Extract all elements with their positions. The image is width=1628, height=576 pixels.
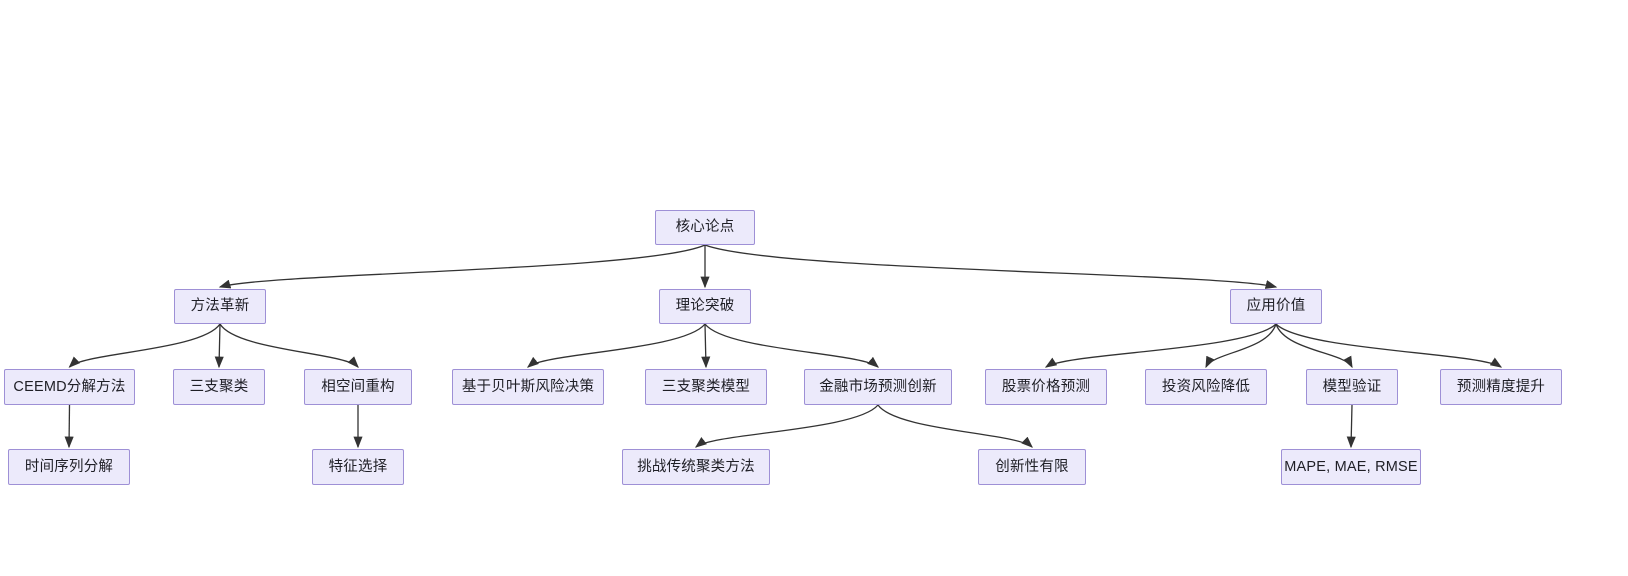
node-label: 预测精度提升 (1456, 378, 1546, 395)
edge-l1c-to-l2g (1044, 323, 1277, 368)
node-l3a[interactable]: 时间序列分解 (8, 449, 130, 485)
node-l2h[interactable]: 投资风险降低 (1145, 369, 1267, 405)
edge-l2i-to-l3e (1346, 404, 1356, 449)
edge-l2f-to-l3c (694, 404, 879, 448)
edge-root-to-l1a (218, 244, 706, 289)
node-l2a[interactable]: CEEMD分解方法 (4, 369, 135, 405)
edge-l1c-to-l2j (1275, 323, 1503, 368)
node-label: 理论突破 (675, 298, 735, 315)
node-l2b[interactable]: 三支聚类 (173, 369, 265, 405)
node-root[interactable]: 核心论点 (655, 210, 755, 245)
edge-l1c-to-l2h (1205, 323, 1277, 369)
node-label: 金融市场预测创新 (819, 378, 937, 395)
node-label: 股票价格预测 (1001, 378, 1091, 395)
node-label: 创新性有限 (995, 458, 1069, 475)
node-l1a[interactable]: 方法革新 (174, 289, 266, 324)
edge-l1a-to-l2a (68, 323, 221, 368)
node-label: 方法革新 (190, 298, 250, 315)
node-label: MAPE, MAE, RMSE (1284, 458, 1418, 475)
edge-l1a-to-l2c (219, 323, 359, 368)
edge-l1b-to-l2e (701, 323, 711, 369)
node-l2i[interactable]: 模型验证 (1306, 369, 1398, 405)
node-label: 挑战传统聚类方法 (637, 458, 755, 475)
node-l2c[interactable]: 相空间重构 (304, 369, 412, 405)
node-label: 时间序列分解 (24, 458, 114, 475)
edge-l1a-to-l2b (214, 323, 224, 369)
node-label: 核心论点 (675, 219, 735, 236)
node-l3d[interactable]: 创新性有限 (978, 449, 1086, 485)
edge-l2a-to-l3a (64, 404, 74, 449)
node-l2j[interactable]: 预测精度提升 (1440, 369, 1562, 405)
node-l3b[interactable]: 特征选择 (312, 449, 404, 485)
node-label: 特征选择 (328, 458, 388, 475)
node-l3c[interactable]: 挑战传统聚类方法 (622, 449, 770, 485)
edge-root-to-l1c (704, 244, 1278, 289)
node-l1b[interactable]: 理论突破 (659, 289, 751, 324)
edge-l1c-to-l2i (1275, 323, 1353, 369)
node-label: 模型验证 (1322, 378, 1382, 395)
node-l2f[interactable]: 金融市场预测创新 (804, 369, 952, 405)
node-label: 投资风险降低 (1161, 378, 1251, 395)
edge-l2f-to-l3d (877, 404, 1033, 448)
node-label: 相空间重构 (321, 378, 395, 395)
node-label: 应用价值 (1246, 298, 1306, 315)
node-label: 三支聚类模型 (661, 378, 751, 395)
node-l2g[interactable]: 股票价格预测 (985, 369, 1107, 405)
node-label: 基于贝叶斯风险决策 (461, 378, 595, 395)
node-l2e[interactable]: 三支聚类模型 (645, 369, 767, 405)
edge-l1b-to-l2f (704, 323, 879, 368)
node-l2d[interactable]: 基于贝叶斯风险决策 (452, 369, 604, 405)
edge-l1b-to-l2d (526, 323, 706, 368)
node-l3e[interactable]: MAPE, MAE, RMSE (1281, 449, 1421, 485)
node-label: CEEMD分解方法 (13, 378, 126, 395)
node-l1c[interactable]: 应用价值 (1230, 289, 1322, 324)
node-label: 三支聚类 (189, 378, 249, 395)
